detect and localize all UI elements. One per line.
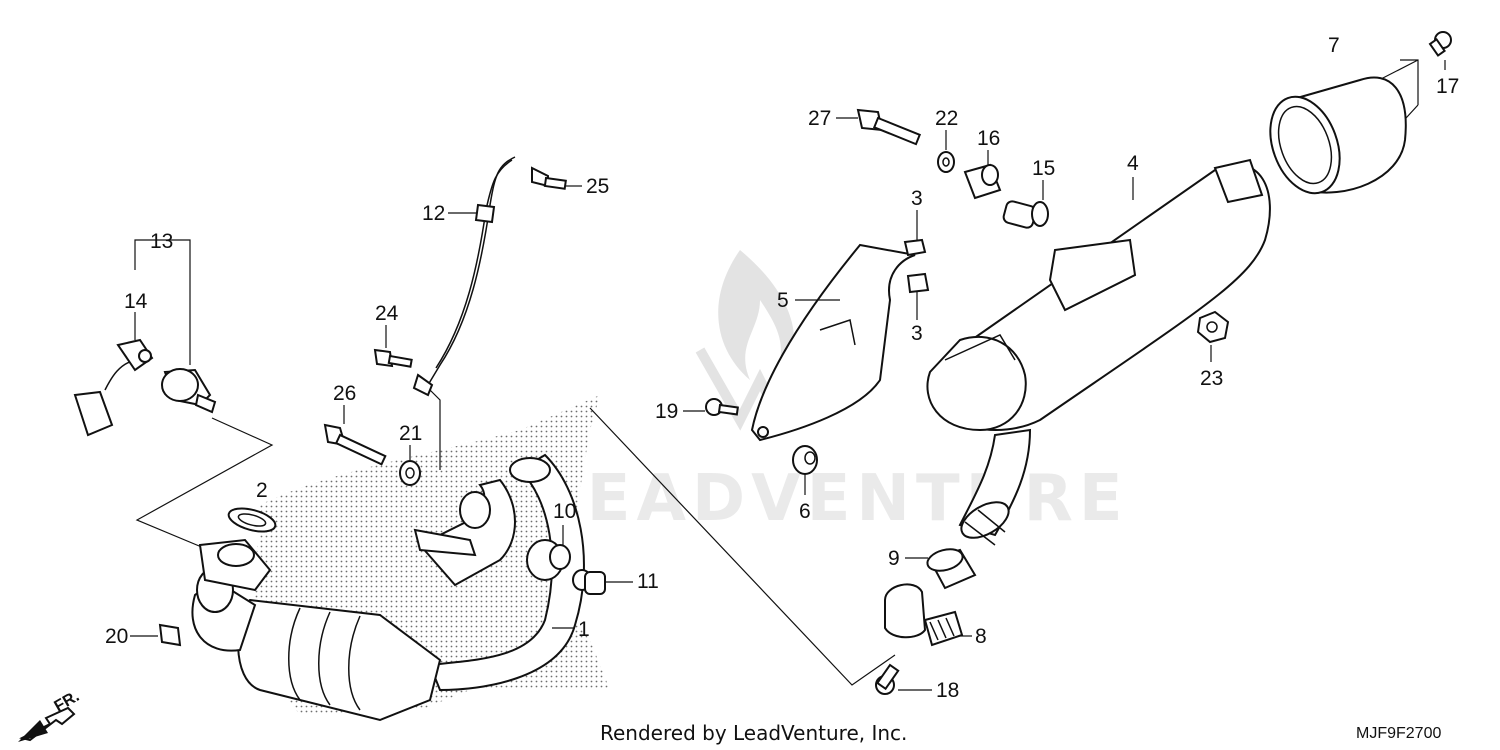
callout-17: 17 (1436, 75, 1459, 98)
front-arrow-icon: FR. (18, 688, 82, 742)
callout-24: 24 (375, 302, 399, 325)
part-4-muffler[interactable] (926, 158, 1271, 546)
part-7-muffler-cap[interactable] (1258, 76, 1407, 203)
callout-18: 18 (936, 679, 959, 702)
callout-13: 13 (150, 230, 173, 253)
callout-20: 20 (105, 625, 128, 648)
part-12-wire[interactable] (412, 156, 516, 397)
part-10-grommet[interactable] (526, 539, 571, 581)
part-24-bolt[interactable] (373, 348, 413, 368)
callout-3b: 3 (911, 322, 923, 345)
part-17-bolt[interactable] (1428, 31, 1452, 57)
part-19-bolt[interactable] (705, 398, 739, 416)
callout-23: 23 (1200, 367, 1223, 390)
part-27-bolt[interactable] (856, 108, 922, 146)
part-3-rubber-b[interactable] (906, 272, 930, 294)
callout-27: 27 (808, 107, 831, 130)
callout-2: 2 (256, 479, 268, 502)
callout-8: 8 (975, 625, 987, 648)
callout-9: 9 (888, 547, 900, 570)
part-6-rubber[interactable] (792, 445, 818, 475)
callout-11: 11 (637, 570, 659, 593)
part-25-bolt[interactable] (531, 166, 567, 190)
callout-6: 6 (799, 500, 811, 523)
callout-22: 22 (935, 107, 958, 130)
callout-25: 25 (586, 175, 609, 198)
part-22-washer[interactable] (937, 151, 955, 173)
part-1-exhaust-pipe[interactable] (191, 453, 585, 722)
rendered-by-credit: Rendered by LeadVenture, Inc. (600, 721, 907, 745)
callout-15: 15 (1032, 157, 1055, 180)
callout-26: 26 (333, 382, 356, 405)
callout-1: 1 (578, 618, 590, 641)
callout-4: 4 (1127, 152, 1139, 175)
part-21-washer[interactable] (399, 460, 421, 486)
part-5-heat-protector[interactable] (750, 243, 916, 442)
callout-3a: 3 (911, 187, 923, 210)
callout-7: 7 (1328, 34, 1340, 57)
part-9-gasket[interactable] (925, 546, 977, 590)
part-13-o2-sensor[interactable] (73, 359, 217, 437)
part-8-band[interactable] (884, 583, 964, 647)
callouts: 1 2 3 3 4 5 6 7 8 9 10 11 12 13 14 15 16… (105, 34, 1459, 702)
front-label: FR. (52, 688, 83, 716)
part-2-gasket[interactable] (226, 504, 278, 536)
part-16-collar[interactable] (963, 163, 1002, 200)
callout-10: 10 (553, 500, 576, 523)
part-14-sensor-connector[interactable] (116, 338, 154, 372)
watermark: LEADVENTURE (540, 250, 1129, 536)
callout-12: 12 (422, 202, 445, 225)
part-18-bolt[interactable] (875, 663, 900, 695)
diagram-code: MJF9F2700 (1356, 725, 1441, 742)
part-11-collar[interactable] (572, 569, 606, 595)
part-20-nut[interactable] (158, 623, 182, 647)
callout-16: 16 (977, 127, 1000, 150)
callout-21: 21 (399, 422, 422, 445)
part-15-collar[interactable] (1002, 200, 1049, 229)
callout-19: 19 (655, 400, 678, 423)
callout-14: 14 (124, 290, 148, 313)
part-23-nut[interactable] (1196, 310, 1230, 344)
part-26-bolt[interactable] (323, 423, 387, 466)
watermark-text: LEADVENTURE (540, 462, 1129, 536)
callout-5: 5 (777, 289, 789, 312)
part-3-rubber-a[interactable] (903, 238, 927, 257)
